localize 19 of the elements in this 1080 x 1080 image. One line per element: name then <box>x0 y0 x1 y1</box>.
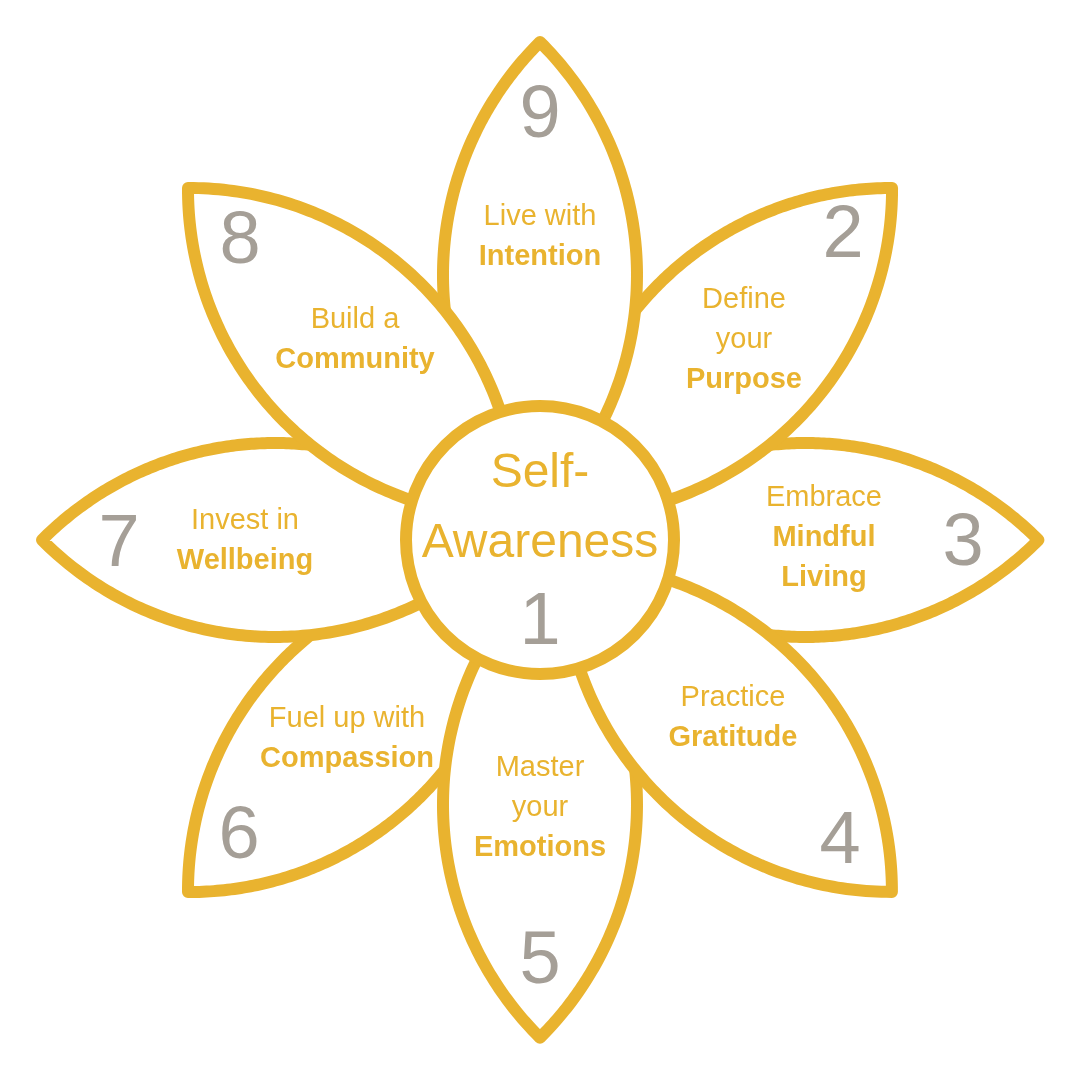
step-title: Practice Gratitude <box>668 680 798 752</box>
center-circle <box>399 399 681 681</box>
step-number: 8 <box>219 196 261 279</box>
step-number: 4 <box>819 796 861 879</box>
center-title: Self-Awareness <box>421 444 659 567</box>
step-title: Fuel up with Compassion <box>259 701 434 773</box>
step-number: 3 <box>942 498 984 581</box>
step-title: Define your Purpose <box>685 282 802 394</box>
step-number: 9 <box>519 70 561 153</box>
step-number: 5 <box>519 916 561 999</box>
step-title: Master your Emotions <box>473 750 607 862</box>
step-number: 2 <box>822 190 864 273</box>
step-number: 6 <box>218 791 260 874</box>
step-number: 7 <box>98 499 140 582</box>
step-title: Build a Community <box>275 302 435 374</box>
step-title: Embrace Mindful Living <box>765 480 882 592</box>
center-number: 1 <box>519 577 561 660</box>
step-title: Live with Intention <box>478 199 602 271</box>
step-title: Invest in Wellbeing <box>176 503 314 575</box>
